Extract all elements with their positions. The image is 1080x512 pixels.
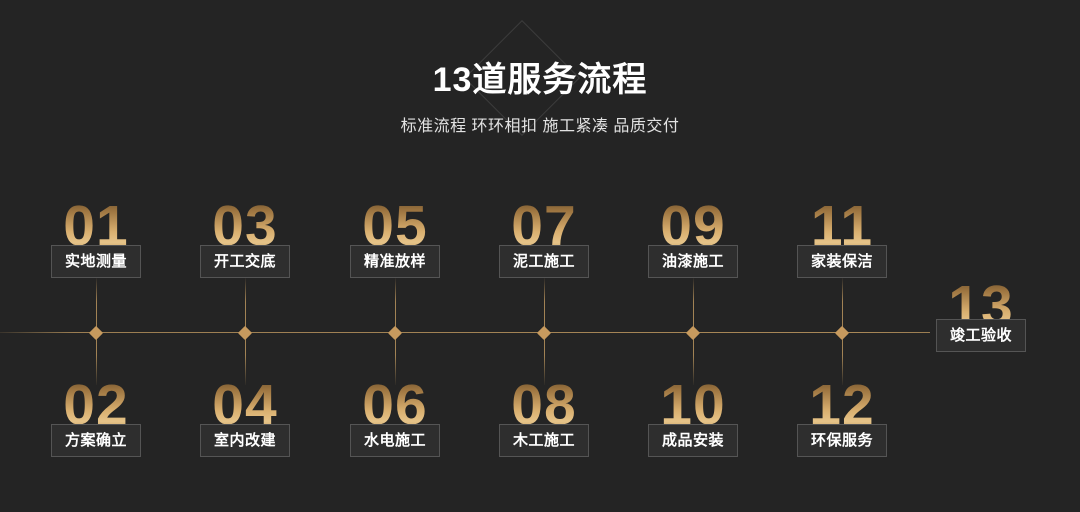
step-label-12[interactable]: 环保服务 [796, 424, 888, 457]
step-label-09[interactable]: 油漆施工 [647, 245, 739, 278]
timeline-node-marker [387, 325, 403, 341]
timeline-node-marker [685, 325, 701, 341]
timeline-node-marker [536, 325, 552, 341]
step-label-06[interactable]: 水电施工 [349, 424, 441, 457]
step-label-01[interactable]: 实地测量 [50, 245, 142, 278]
step-label-08[interactable]: 木工施工 [498, 424, 590, 457]
timeline-axis [0, 332, 930, 333]
step-label-11[interactable]: 家装保洁 [796, 245, 888, 278]
step-label-05[interactable]: 精准放样 [349, 245, 441, 278]
step-label-04[interactable]: 室内改建 [199, 424, 291, 457]
step-label-02[interactable]: 方案确立 [50, 424, 142, 457]
page-subtitle: 标准流程 环环相扣 施工紧凑 品质交付 [400, 118, 680, 135]
step-label-07[interactable]: 泥工施工 [498, 245, 590, 278]
timeline-node-marker [88, 325, 104, 341]
page-title: 13道服务流程 [432, 61, 648, 99]
timeline-node-marker [237, 325, 253, 341]
step-label-10[interactable]: 成品安装 [647, 424, 739, 457]
step-label-13[interactable]: 竣工验收 [935, 319, 1027, 352]
timeline-node-marker [834, 325, 850, 341]
step-label-03[interactable]: 开工交底 [199, 245, 291, 278]
